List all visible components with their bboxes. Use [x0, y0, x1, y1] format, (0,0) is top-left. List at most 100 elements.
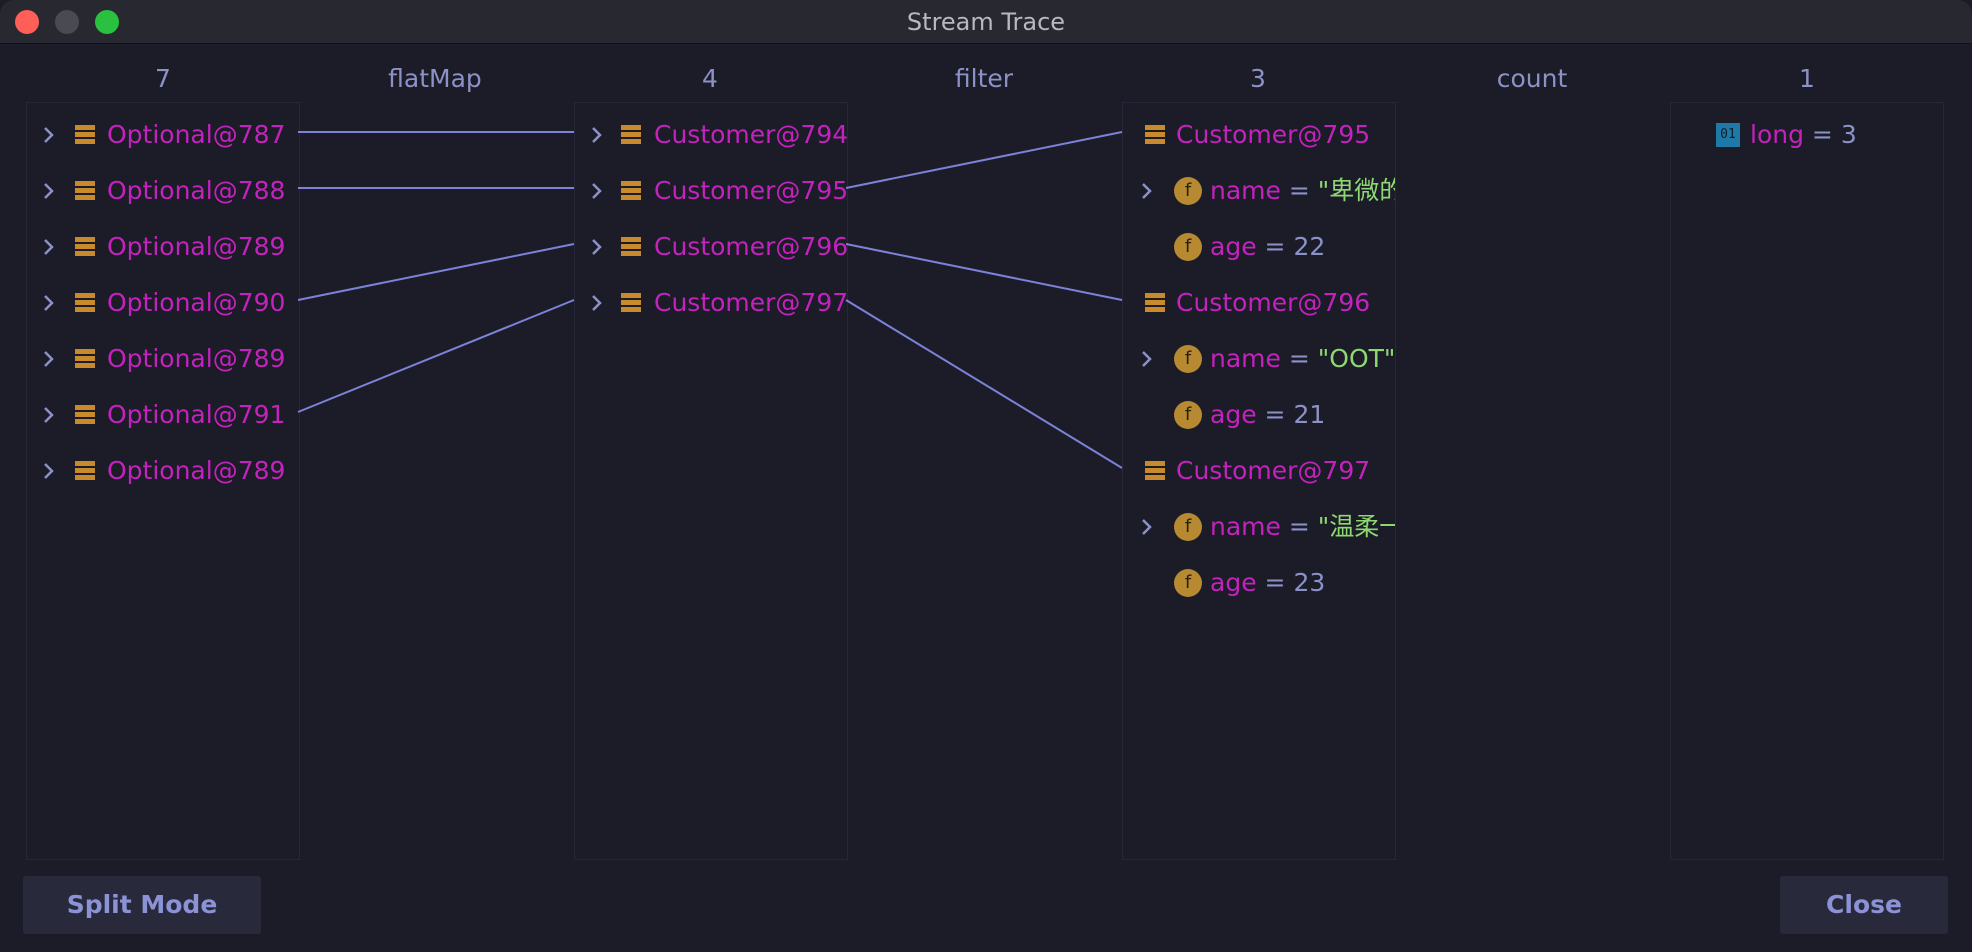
list-item[interactable]: Optional@789	[27, 449, 299, 493]
item-label: Optional@791	[107, 400, 286, 429]
chevron-right-icon[interactable]	[41, 126, 57, 144]
source-items-panel[interactable]: Optional@787 Optional@788 Optional@789 O…	[26, 102, 300, 860]
chevron-right-icon[interactable]	[589, 294, 605, 312]
list-item[interactable]: Customer@794	[575, 113, 847, 157]
object-stack-icon	[621, 125, 641, 145]
list-item[interactable]: Customer@796	[1123, 281, 1395, 325]
flatmap-items-panel[interactable]: Customer@794 Customer@795 Customer@796 C…	[574, 102, 848, 860]
item-label: Customer@795	[654, 176, 848, 205]
result-item[interactable]: 01 long = 3	[1671, 113, 1943, 157]
object-stack-icon	[1145, 461, 1165, 481]
chevron-right-icon[interactable]	[41, 350, 57, 368]
list-item[interactable]: Customer@795	[1123, 113, 1395, 157]
item-label: Customer@797	[1176, 456, 1371, 485]
list-item[interactable]: Optional@789	[27, 337, 299, 381]
chevron-right-icon[interactable]	[1139, 518, 1155, 536]
item-label: Optional@787	[107, 120, 286, 149]
field-value: "OOT"	[1317, 344, 1396, 373]
chevron-right-icon[interactable]	[1139, 350, 1155, 368]
object-stack-icon	[75, 237, 95, 257]
chevron-right-icon[interactable]	[41, 462, 57, 480]
primitive-long-icon: 01	[1716, 123, 1740, 147]
field-row-name[interactable]: f name = "温柔一	[1123, 505, 1395, 549]
equals-sign: =	[1264, 568, 1286, 597]
trace-link	[845, 131, 1123, 189]
list-item[interactable]: Optional@789	[27, 225, 299, 269]
title-bar: Stream Trace	[0, 0, 1972, 44]
field-key: age	[1210, 232, 1257, 261]
list-item[interactable]: Optional@787	[27, 113, 299, 157]
object-stack-icon	[75, 349, 95, 369]
item-label: Customer@797	[654, 288, 848, 317]
object-stack-icon	[75, 405, 95, 425]
trace-link	[845, 299, 1123, 469]
flatmap-count-header: 4	[702, 64, 718, 93]
item-label: Customer@795	[1176, 120, 1371, 149]
field-f-icon: f	[1174, 177, 1202, 205]
chevron-right-icon[interactable]	[1139, 182, 1155, 200]
equals-sign: =	[1264, 400, 1286, 429]
item-label: Optional@790	[107, 288, 286, 317]
list-item[interactable]: Customer@797	[1123, 449, 1395, 493]
list-item[interactable]: Customer@795	[575, 169, 847, 213]
field-key: age	[1210, 568, 1257, 597]
maximize-window-button[interactable]	[95, 10, 119, 34]
filter-items-panel[interactable]: Customer@795 f name = "卑微的 f age = 22 Cu…	[1122, 102, 1396, 860]
field-f-icon: f	[1174, 401, 1202, 429]
field-row-name[interactable]: f name = "卑微的	[1123, 169, 1395, 213]
field-value: "温柔一	[1317, 512, 1396, 541]
chevron-right-icon[interactable]	[41, 182, 57, 200]
field-value: "卑微的	[1317, 176, 1396, 205]
item-label: Customer@796	[654, 232, 848, 261]
list-item[interactable]: Optional@790	[27, 281, 299, 325]
chevron-right-icon[interactable]	[41, 294, 57, 312]
object-stack-icon	[621, 293, 641, 313]
list-item[interactable]: Customer@796	[575, 225, 847, 269]
field-row-age[interactable]: f age = 21	[1123, 393, 1395, 437]
field-entry: age = 22	[1210, 225, 1325, 269]
chevron-right-icon[interactable]	[41, 238, 57, 256]
split-mode-button[interactable]: Split Mode	[23, 876, 261, 934]
count-op-header: count	[1496, 64, 1568, 93]
field-f-icon: f	[1174, 233, 1202, 261]
object-stack-icon	[75, 125, 95, 145]
result-panel[interactable]: 01 long = 3	[1670, 102, 1944, 860]
object-stack-icon	[621, 237, 641, 257]
equals-sign: =	[1288, 176, 1310, 205]
field-row-age[interactable]: f age = 23	[1123, 561, 1395, 605]
object-stack-icon	[75, 181, 95, 201]
list-item[interactable]: Optional@788	[27, 169, 299, 213]
close-button[interactable]: Close	[1780, 876, 1948, 934]
item-label: Optional@789	[107, 232, 286, 261]
object-stack-icon	[75, 461, 95, 481]
field-value: 21	[1293, 400, 1326, 429]
list-item[interactable]: Optional@791	[27, 393, 299, 437]
field-row-age[interactable]: f age = 22	[1123, 225, 1395, 269]
equals-sign: =	[1288, 344, 1310, 373]
field-f-icon: f	[1174, 345, 1202, 373]
close-window-button[interactable]	[15, 10, 39, 34]
field-value: 22	[1293, 232, 1326, 261]
chevron-right-icon[interactable]	[589, 182, 605, 200]
result-value: 3	[1840, 120, 1857, 149]
field-f-icon: f	[1174, 513, 1202, 541]
field-key: name	[1210, 176, 1281, 205]
equals-sign: =	[1264, 232, 1286, 261]
item-label: Optional@789	[107, 344, 286, 373]
field-entry: age = 21	[1210, 393, 1325, 437]
list-item[interactable]: Customer@797	[575, 281, 847, 325]
field-value: 23	[1293, 568, 1326, 597]
minimize-window-button[interactable]	[55, 10, 79, 34]
item-label: Customer@794	[654, 120, 848, 149]
field-row-name[interactable]: f name = "OOT"	[1123, 337, 1395, 381]
chevron-right-icon[interactable]	[589, 238, 605, 256]
item-label: Optional@789	[107, 456, 286, 485]
trace-link	[297, 299, 575, 413]
field-entry: age = 23	[1210, 561, 1325, 605]
window-title: Stream Trace	[906, 8, 1066, 36]
object-stack-icon	[621, 181, 641, 201]
chevron-right-icon[interactable]	[589, 126, 605, 144]
field-entry: name = "温柔一	[1210, 505, 1396, 549]
chevron-right-icon[interactable]	[41, 406, 57, 424]
